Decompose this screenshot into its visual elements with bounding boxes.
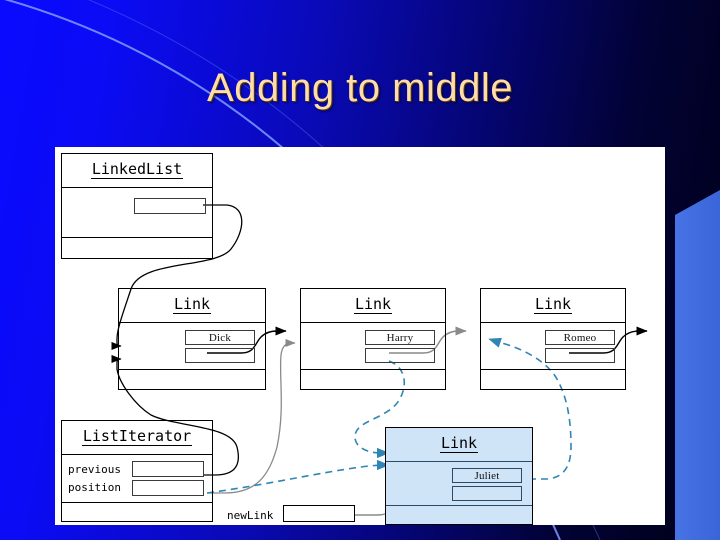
link-dick-header: Link: [119, 289, 265, 323]
link-romeo-body: Romeo: [481, 323, 625, 370]
linkedlist-body: [62, 188, 212, 238]
page-title: Adding to middle: [207, 66, 513, 110]
pointer-linkedlist-to-dick: [111, 204, 243, 351]
newlink-variable-label: newLink: [227, 509, 274, 522]
link-juliet-footer: [386, 506, 532, 524]
listiterator-position-field[interactable]: [132, 480, 204, 496]
link-dick-body: Dick: [119, 323, 265, 370]
link-romeo-class-name: Link: [533, 295, 573, 314]
pointer-position-to-harry-old: [207, 338, 296, 494]
link-juliet-data-field[interactable]: Juliet: [452, 468, 522, 483]
linkedlist-first-field[interactable]: [134, 198, 206, 214]
link-harry-data-value: Harry: [386, 331, 414, 344]
link-dick-class-name: Link: [172, 295, 212, 314]
link-juliet-class-name: Link: [439, 434, 479, 453]
listiterator-header: ListIterator: [62, 421, 212, 455]
listiterator-previous-field[interactable]: [132, 461, 204, 477]
link-romeo-next-field[interactable]: [545, 348, 615, 363]
link-harry-next-field[interactable]: [365, 348, 435, 363]
link-harry-class-name: Link: [353, 295, 393, 314]
link-harry-body: Harry: [301, 323, 445, 370]
link-dick-next-field[interactable]: [185, 348, 255, 363]
link-juliet-data-value: Juliet: [474, 469, 500, 482]
linkedlist-header: LinkedList: [62, 154, 212, 188]
listiterator-box: ListIterator previous position: [61, 420, 213, 522]
link-romeo-footer: [481, 370, 625, 389]
newlink-variable-field[interactable]: [283, 505, 355, 522]
link-dick-data-field[interactable]: Dick: [185, 330, 255, 345]
listiterator-position-label: position: [68, 481, 121, 494]
link-juliet-body: Juliet: [386, 462, 532, 506]
pointer-juliet-to-romeo-new: [488, 337, 572, 480]
link-romeo-data-field[interactable]: Romeo: [545, 330, 615, 345]
link-juliet-header: Link: [386, 428, 532, 462]
pointer-romeo-to-next: [569, 326, 648, 354]
link-dick-data-value: Dick: [208, 331, 232, 344]
link-harry-data-field[interactable]: Harry: [365, 330, 435, 345]
link-harry-header: Link: [301, 289, 445, 323]
accent-band: [675, 190, 720, 540]
linkedlist-box: LinkedList: [61, 153, 213, 259]
content-panel: LinkedList Link Dick: [55, 147, 665, 525]
link-box-juliet-new: Link Juliet: [385, 427, 533, 525]
listiterator-previous-label: previous: [68, 463, 121, 476]
pointer-harry-to-juliet-new: [354, 360, 405, 459]
link-romeo-data-value: Romeo: [563, 331, 597, 344]
pointer-dick-to-harry: [207, 326, 287, 354]
link-dick-footer: [119, 370, 265, 389]
listiterator-footer: [62, 503, 212, 523]
link-romeo-header: Link: [481, 289, 625, 323]
link-harry-footer: [301, 370, 445, 389]
pointer-position-to-juliet-new: [206, 459, 390, 494]
link-box-dick: Link Dick: [118, 288, 266, 390]
link-box-romeo: Link Romeo: [480, 288, 626, 390]
listiterator-body: previous position: [62, 455, 212, 503]
pointer-harry-to-romeo-old: [389, 326, 467, 354]
link-juliet-next-field[interactable]: [452, 486, 522, 501]
link-box-harry: Link Harry: [300, 288, 446, 390]
pointer-previous-to-dick: [111, 354, 239, 476]
listiterator-class-name: ListIterator: [81, 427, 193, 446]
linkedlist-class-name: LinkedList: [90, 160, 184, 179]
linkedlist-footer: [62, 238, 212, 259]
